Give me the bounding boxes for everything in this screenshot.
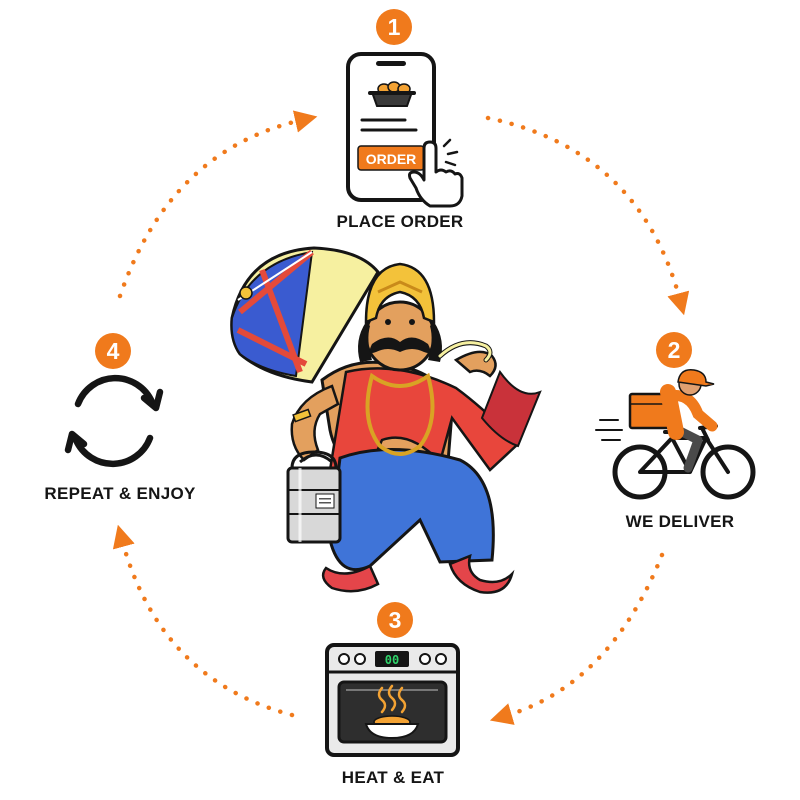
- order-button: ORDER: [366, 151, 417, 167]
- arrow-deliver-to-heat: [489, 552, 665, 725]
- arrow-repeat-to-place: [117, 110, 318, 299]
- oven-display: 00: [385, 653, 399, 667]
- delivery-bicycle-icon: [595, 369, 756, 500]
- arrow-place-to-deliver: [485, 115, 690, 316]
- repeat-cycle-icon: [64, 374, 164, 468]
- step-1-label: PLACE ORDER: [336, 212, 464, 231]
- step-4-label: REPEAT & ENJOY: [44, 484, 196, 503]
- step-1-badge: 1: [376, 9, 412, 45]
- tiffin-carrier-icon: [286, 450, 342, 544]
- step-4-badge: 4: [95, 333, 131, 369]
- arrow-heat-to-repeat: [112, 524, 295, 718]
- step-2-label: WE DELIVER: [625, 512, 735, 531]
- step-2-badge: 2: [656, 332, 692, 368]
- mascot-illustration: [230, 246, 542, 594]
- step-3-label: HEAT & EAT: [341, 768, 445, 787]
- step-3-badge: 3: [377, 602, 413, 638]
- oven-icon: 00: [325, 643, 460, 757]
- hand-pointer-icon: [408, 140, 464, 208]
- phone-order-icon: ORDER: [346, 52, 464, 208]
